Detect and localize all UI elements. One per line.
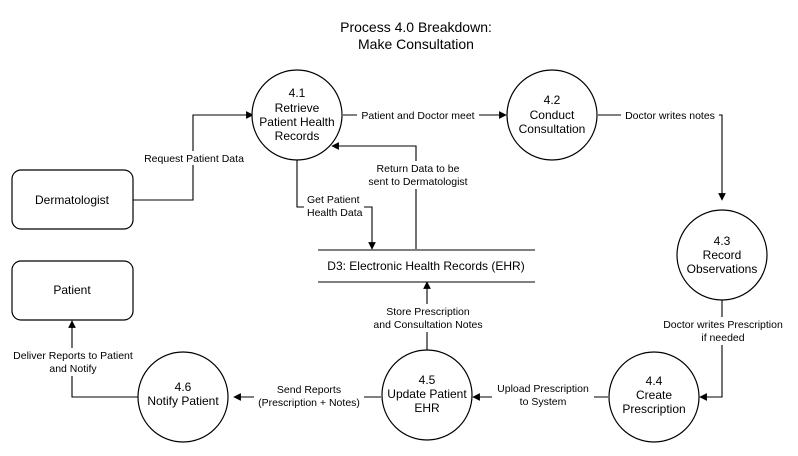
process-4-4-create-prescription[interactable]: 4.4 Create Prescription (608, 351, 700, 443)
datastore-d3-ehr[interactable]: D3: Electronic Health Records (EHR) (318, 249, 535, 283)
edge-get-patient-health-data: Get Patient Health Data (296, 160, 376, 250)
edge-line (331, 142, 417, 249)
edge-request-patient-data: Request Patient Data (133, 111, 254, 201)
edge-label-line-1: Return Data to be (377, 163, 460, 175)
edge-label: Request Patient Data (144, 153, 244, 165)
edge-line (699, 300, 723, 401)
edge-label-line-2: to System (520, 396, 567, 408)
datastore-label: D3: Electronic Health Records (EHR) (327, 259, 524, 273)
entity-box (11, 169, 134, 230)
edge-label-line-2: (Prescription + Notes) (258, 397, 360, 409)
process-label-line-2: Patient Health (259, 115, 334, 129)
process-label-line-1: Retrieve (275, 101, 320, 115)
process-label-line-2: Prescription (622, 402, 685, 416)
title-line-2: Make Consultation (358, 36, 474, 52)
edge-label-bg (658, 317, 788, 345)
edge-upload-prescription: Upload Prescription to System (472, 381, 608, 409)
process-circle (608, 351, 700, 443)
edge-label-bg (304, 193, 364, 221)
process-circle (137, 351, 229, 443)
edge-label-line-2: and Consultation Notes (373, 319, 482, 331)
process-number: 4.2 (544, 93, 561, 107)
diagram-title: Process 4.0 Breakdown: Make Consultation (340, 19, 492, 52)
process-label-line-2: Observations (687, 262, 758, 276)
edge-label-line-1: Send Reports (277, 384, 341, 396)
edge-label-line-2: if needed (701, 332, 744, 344)
process-4-5-update-ehr[interactable]: 4.5 Update Patient EHR (381, 349, 473, 441)
process-4-2-conduct-consultation[interactable]: 4.2 Conduct Consultation (506, 69, 598, 161)
process-number: 4.3 (714, 234, 731, 248)
process-label-line-1: Update Patient (387, 387, 467, 401)
entity-label: Patient (53, 283, 91, 297)
edge-label-line-2: Health Data (307, 207, 363, 219)
edge-label-bg (8, 348, 138, 376)
edge-label: Patient and Doctor meet (361, 110, 474, 122)
process-label-line-2: Consultation (519, 122, 586, 136)
process-4-3-record-observations[interactable]: 4.3 Record Observations (676, 209, 768, 301)
edge-label-bg (492, 381, 594, 409)
process-label-line-2: EHR (414, 401, 440, 415)
edge-label-line-1: Upload Prescription (497, 383, 589, 395)
process-4-6-notify-patient[interactable]: 4.6 Notify Patient (137, 351, 229, 443)
process-circle (506, 69, 598, 161)
process-label-line-1: Create (636, 388, 672, 402)
edge-label-bg (254, 382, 364, 410)
process-circle (251, 69, 343, 161)
edge-patient-doctor-meet: Patient and Doctor meet (343, 109, 507, 122)
process-circle (676, 209, 768, 301)
edge-label-bg (362, 161, 474, 189)
process-label-line-1: Conduct (530, 108, 575, 122)
edge-doctor-writes-notes: Doctor writes notes (598, 109, 726, 201)
edge-label-line-1: Doctor writes Prescription (663, 319, 783, 331)
entity-box (11, 260, 134, 321)
edge-label-line-1: Deliver Reports to Patient (13, 350, 133, 362)
edge-line (598, 114, 726, 201)
edge-label-line-1: Get Patient (307, 194, 360, 206)
edge-line (68, 320, 138, 398)
edge-doctor-writes-prescription: Doctor writes Prescription if needed (658, 300, 788, 401)
edge-label-bg (357, 109, 479, 122)
edge-label-line-1: Store Prescription (386, 306, 470, 318)
process-label-line-1: Record (703, 248, 742, 262)
edge-deliver-reports: Deliver Reports to Patient and Notify (8, 320, 138, 398)
process-number: 4.4 (646, 374, 663, 388)
edge-label-line-2: and Notify (49, 363, 97, 375)
process-number: 4.5 (419, 373, 436, 387)
entity-dermatologist[interactable]: Dermatologist (11, 169, 134, 230)
edge-label: Doctor writes notes (625, 110, 715, 122)
process-circle (381, 349, 473, 441)
edge-label-bg (621, 109, 719, 122)
process-label-line-1: Notify Patient (147, 394, 219, 408)
edge-label-bg (367, 304, 489, 332)
process-number: 4.1 (289, 86, 306, 100)
edge-return-data: Return Data to be sent to Dermatologist (331, 142, 474, 249)
edge-label-line-2: sent to Dermatologist (368, 176, 467, 188)
edge-store-prescription: Store Prescription and Consultation Note… (367, 281, 489, 350)
process-number: 4.6 (175, 380, 192, 394)
datastore-body (318, 250, 535, 282)
edge-label-bg (140, 151, 248, 165)
process-label-line-3: Records (275, 129, 320, 143)
entity-patient[interactable]: Patient (11, 260, 134, 321)
edge-send-reports: Send Reports (Prescription + Notes) (233, 382, 381, 410)
process-4-1-retrieve-records[interactable]: 4.1 Retrieve Patient Health Records (251, 69, 343, 161)
title-line-1: Process 4.0 Breakdown: (340, 19, 492, 35)
entity-label: Dermatologist (35, 193, 110, 207)
